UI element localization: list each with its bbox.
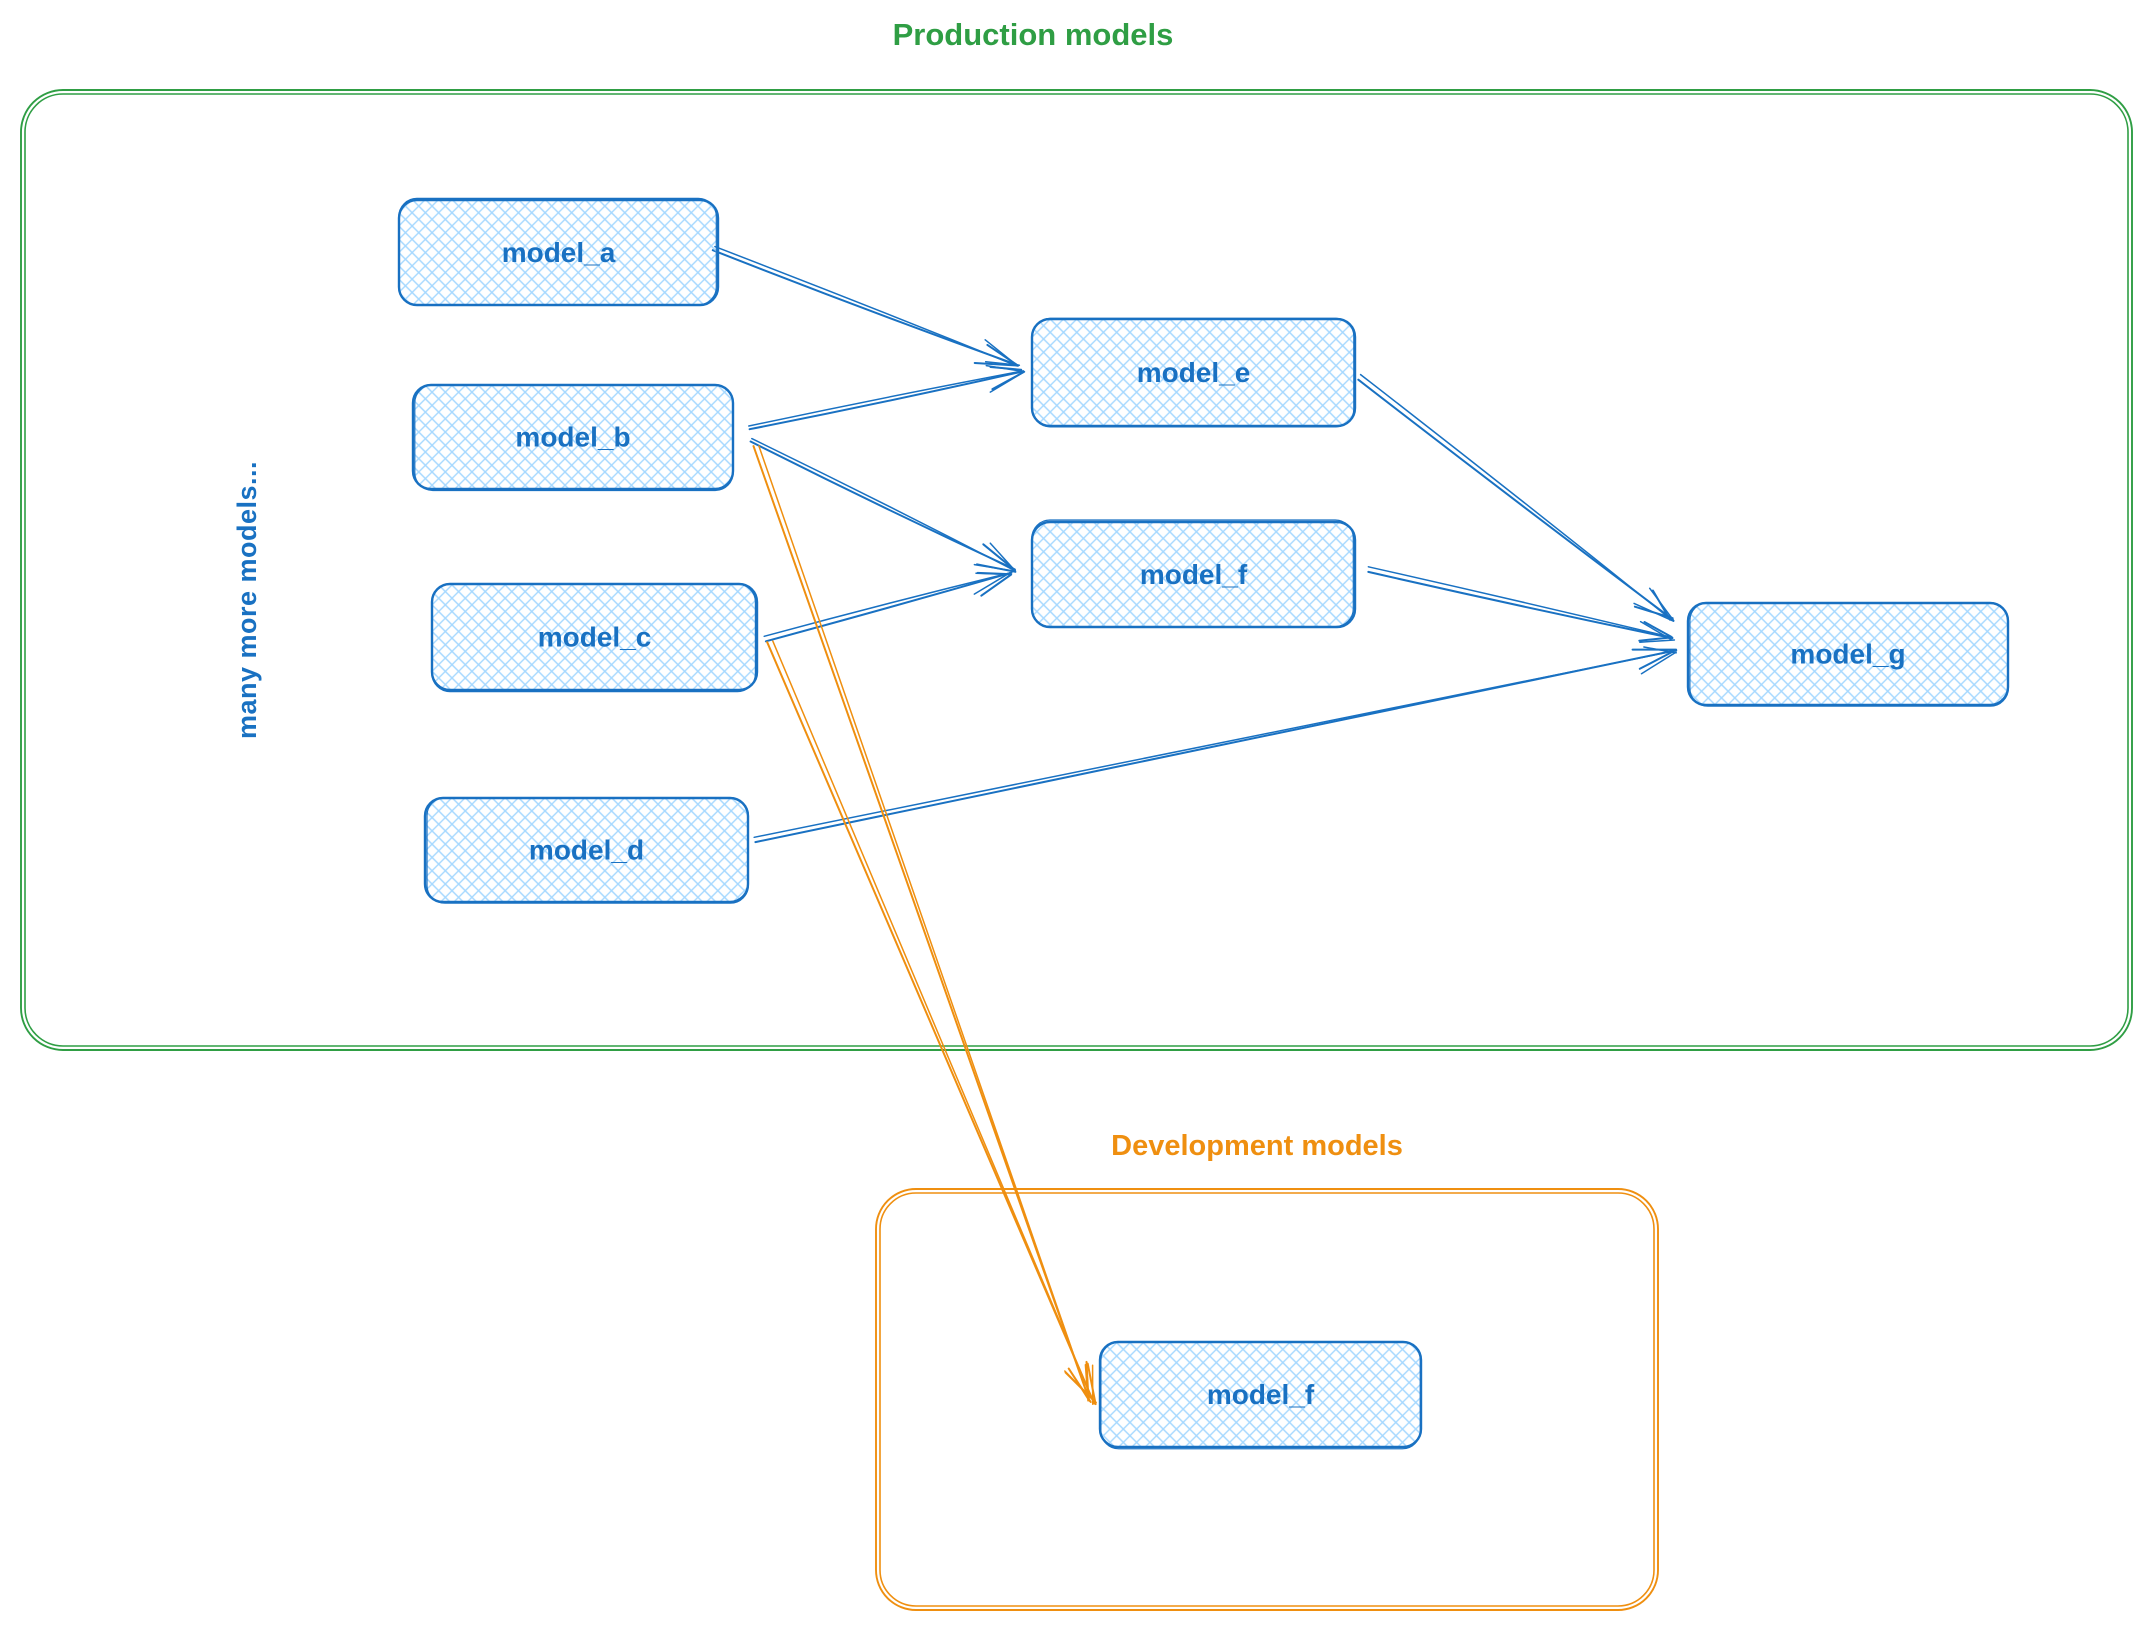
svg-text:model_c: model_c [538,622,652,653]
svg-text:model_f: model_f [1140,559,1248,590]
svg-text:model_b: model_b [515,422,630,453]
svg-text:model_g: model_g [1790,639,1905,670]
svg-text:model_d: model_d [529,835,644,866]
svg-text:many more models...: many more models... [232,461,262,739]
svg-text:model_a: model_a [502,237,616,268]
svg-text:model_f: model_f [1207,1379,1315,1410]
svg-text:Development models: Development models [1111,1130,1403,1162]
svg-text:Production models: Production models [893,17,1174,52]
svg-text:model_e: model_e [1137,357,1251,388]
